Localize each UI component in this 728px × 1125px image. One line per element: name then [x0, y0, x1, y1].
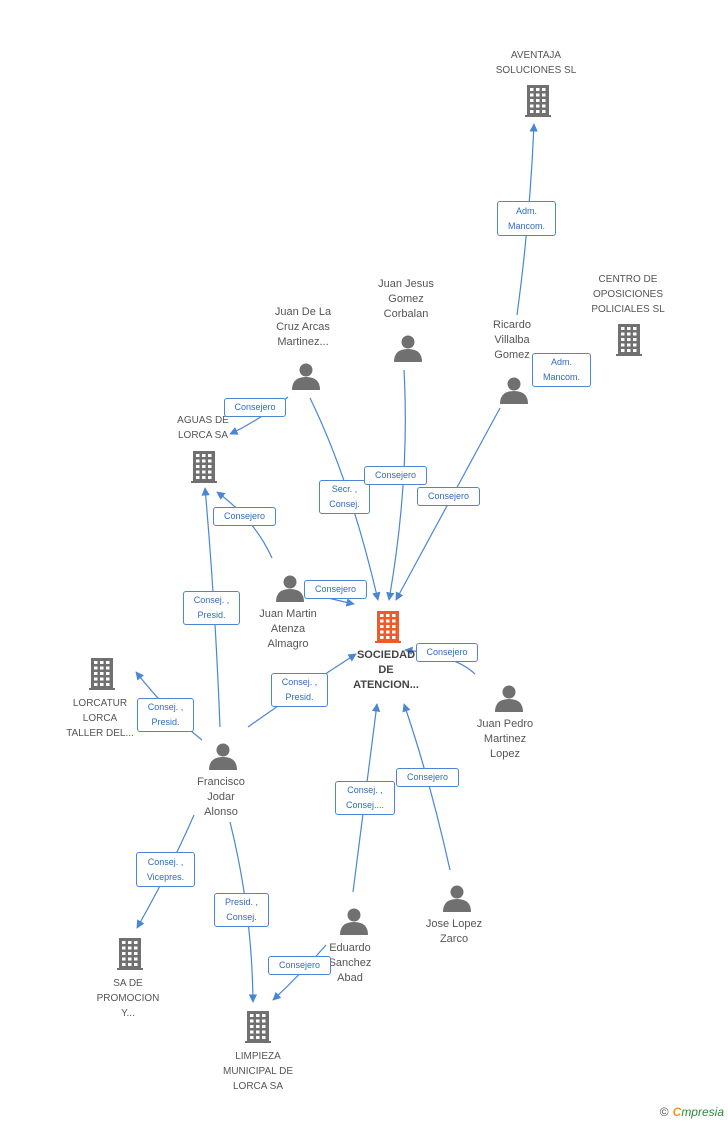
- node-label-sa-promocion[interactable]: SA DE PROMOCION Y...: [96, 978, 160, 1019]
- edge-label-francisco-sapromocion[interactable]: Consej. , Vicepres.: [136, 852, 195, 887]
- building-icon-limpieza[interactable]: [245, 1011, 271, 1043]
- copyright-symbol: ©: [659, 1105, 669, 1119]
- edge-label-ricardo-centro[interactable]: Adm. Mancom.: [532, 353, 591, 387]
- edge-juanjesus-sociedad: [386, 369, 406, 601]
- edge-label-juanpedro-sociedad[interactable]: Consejero: [416, 643, 478, 662]
- brand-name: mpresia: [681, 1105, 724, 1119]
- edge-jose-sociedad: [402, 703, 451, 871]
- node-label-juan-pedro[interactable]: Juan Pedro Martinez Lopez: [476, 718, 534, 760]
- edge-label-francisco-lorcatur[interactable]: Consej. , Presid.: [137, 698, 194, 732]
- icons-layer: [89, 85, 642, 1043]
- person-icon-eduardo[interactable]: [340, 908, 368, 936]
- person-icon-juan-jesus[interactable]: [394, 335, 422, 363]
- edge-label-juanmartin-aguas[interactable]: Consejero: [213, 507, 276, 526]
- node-label-eduardo[interactable]: Eduardo Sanchez Abad: [328, 942, 372, 984]
- empresia-logo: ©Cmpresia: [660, 1105, 724, 1119]
- building-icon-sociedad[interactable]: [375, 611, 401, 643]
- edges-layer: [135, 123, 538, 1003]
- node-label-juan-jesus[interactable]: Juan Jesus Gomez Corbalan: [378, 278, 434, 320]
- node-label-lorcatur[interactable]: LORCATUR LORCA TALLER DEL...: [66, 698, 134, 739]
- edge-label-juanjesus-sociedad[interactable]: Consejero: [364, 466, 427, 485]
- edge-label-francisco-sociedad[interactable]: Consej. , Presid.: [271, 673, 328, 707]
- building-icon-aventaja[interactable]: [525, 85, 551, 117]
- node-label-sociedad[interactable]: SOCIEDAD DE ATENCION...: [353, 649, 419, 691]
- node-label-juan-cruz[interactable]: Juan De La Cruz Arcas Martinez...: [274, 306, 332, 348]
- person-icon-francisco[interactable]: [209, 743, 237, 771]
- edge-label-eduardo-sociedad[interactable]: Consej. , Consej....: [335, 781, 395, 815]
- node-label-francisco[interactable]: Francisco Jodar Alonso: [197, 776, 245, 818]
- building-icon-aguas[interactable]: [191, 451, 217, 483]
- node-label-ricardo[interactable]: Ricardo Villalba Gomez: [493, 319, 531, 361]
- edge-label-juanmartin-sociedad[interactable]: Consejero: [304, 580, 367, 599]
- person-icon-juan-cruz[interactable]: [292, 363, 320, 391]
- edge-label-ricardo-aventaja[interactable]: Adm. Mancom.: [497, 201, 556, 236]
- node-label-juan-martin[interactable]: Juan Martin Atenza Almagro: [259, 608, 317, 650]
- node-label-jose[interactable]: Jose Lopez Zarco: [425, 918, 483, 945]
- building-icon-sa-promocion[interactable]: [117, 938, 143, 970]
- edge-label-jose-sociedad[interactable]: Consejero: [396, 768, 459, 787]
- brand-initial: C: [672, 1105, 682, 1119]
- node-label-limpieza[interactable]: LIMPIEZA MUNICIPAL DE LORCA SA: [222, 1051, 293, 1092]
- node-label-centro[interactable]: CENTRO DE OPOSICIONES POLICIALES SL: [591, 274, 665, 315]
- person-icon-jose[interactable]: [443, 885, 471, 913]
- building-icon-lorcatur[interactable]: [89, 658, 115, 690]
- edge-label-juancruz-aguas[interactable]: Consejero: [224, 398, 286, 417]
- edge-label-francisco-limpieza[interactable]: Presid. , Consej.: [214, 893, 269, 927]
- edge-label-francisco-aguas[interactable]: Consej. , Presid.: [183, 591, 240, 625]
- edge-label-ricardo-sociedad[interactable]: Consejero: [417, 487, 480, 506]
- edge-label-eduardo-limpieza[interactable]: Consejero: [268, 956, 331, 975]
- node-label-aventaja[interactable]: AVENTAJA SOLUCIONES SL: [495, 50, 577, 76]
- person-icon-juan-pedro[interactable]: [495, 685, 523, 713]
- edge-label-juancruz-sociedad[interactable]: Secr. , Consej.: [319, 480, 370, 514]
- person-icon-juan-martin[interactable]: [276, 575, 304, 603]
- building-icon-centro[interactable]: [616, 324, 642, 356]
- node-label-aguas[interactable]: AGUAS DE LORCA SA: [177, 415, 229, 441]
- person-icon-ricardo[interactable]: [500, 377, 528, 405]
